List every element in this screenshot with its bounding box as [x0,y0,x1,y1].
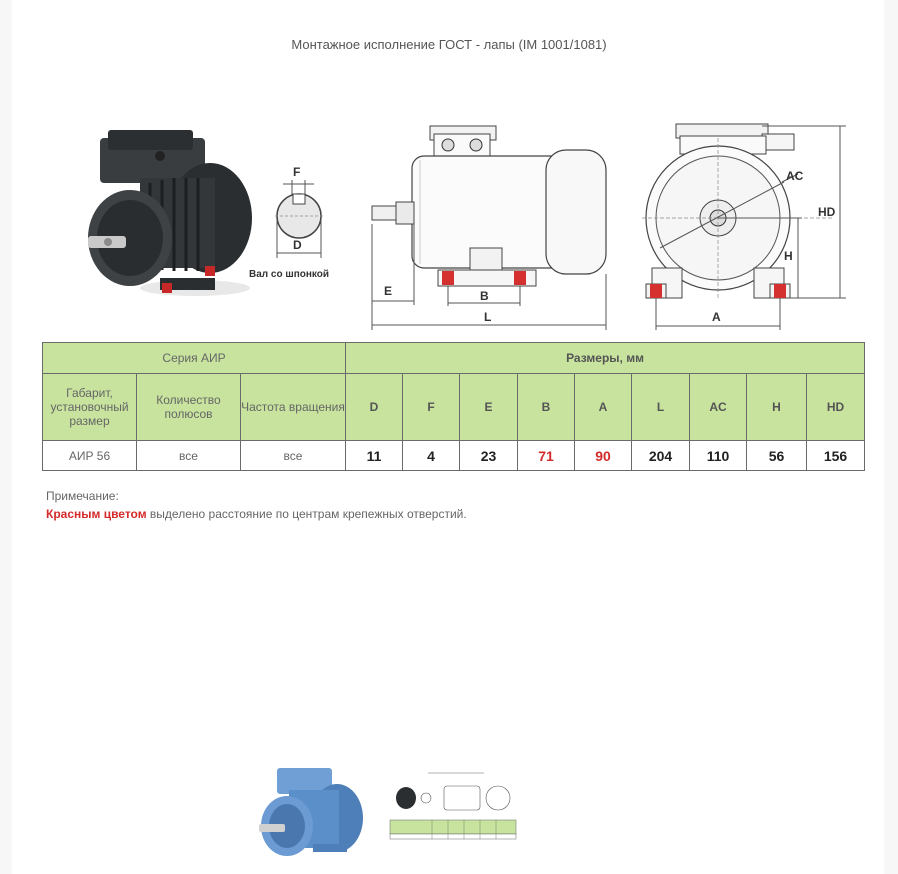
front-view-diagram: AC HD H A [642,123,846,330]
cell-d: 11 [345,440,404,471]
header-a: A [574,373,633,441]
label-l: L [484,310,491,324]
header-poles: Количество полюсов [136,373,241,441]
note-heading: Примечание: [46,489,119,503]
label-f: F [293,165,300,179]
label-b: B [480,289,489,303]
label-d: D [293,238,302,252]
dims-header: Размеры, мм [345,342,866,374]
header-ac: AC [689,373,748,441]
cell-speed: все [239,440,347,471]
cell-a: 90 [574,440,633,471]
note-text: Красным цветом выделено расстояние по це… [46,507,467,521]
header-hd: HD [806,373,866,441]
cell-e: 23 [459,440,519,471]
series-header: Серия АИР [41,342,347,374]
cell-hd: 156 [806,440,866,471]
cell-f: 4 [402,440,461,471]
note-red-part: Красным цветом [46,507,147,521]
header-h: H [746,373,808,441]
note-rest: выделено расстояние по центрам крепежных… [146,507,467,521]
header-d: D [345,373,404,441]
shaft-caption: Вал со шпонкой [249,269,329,280]
cell-l: 204 [631,440,691,471]
side-view-diagram: E B L [371,125,607,330]
motor-photo [88,130,252,296]
page-title: Монтажное исполнение ГОСТ - лапы (IM 100… [291,37,607,52]
label-h: H [784,249,793,263]
cell-h: 56 [746,440,808,471]
cell-poles: все [136,440,241,471]
header-f: F [402,373,461,441]
label-hd: HD [818,205,836,219]
shaft-section-diagram: F D Вал со шпонкой [249,165,329,280]
label-ac: AC [786,169,804,183]
header-gabarit: Габарит, установочный размер [42,373,137,441]
table-row: АИР 56 все все 11 4 23 71 90 204 110 56 … [42,440,866,471]
thumbnail-spec-sheet[interactable] [388,770,518,840]
label-a: A [712,310,721,324]
dimensions-table: Серия АИР Размеры, мм Габарит, установоч… [41,342,866,471]
cell-gabarit: АИР 56 [42,440,137,471]
header-b: B [517,373,576,441]
header-l: L [631,373,691,441]
header-speed: Частота вращения [239,373,347,441]
cell-b: 71 [517,440,576,471]
header-e: E [459,373,519,441]
thumbnail-motor-photo[interactable] [255,762,370,862]
cell-ac: 110 [689,440,748,471]
label-e: E [384,284,392,298]
